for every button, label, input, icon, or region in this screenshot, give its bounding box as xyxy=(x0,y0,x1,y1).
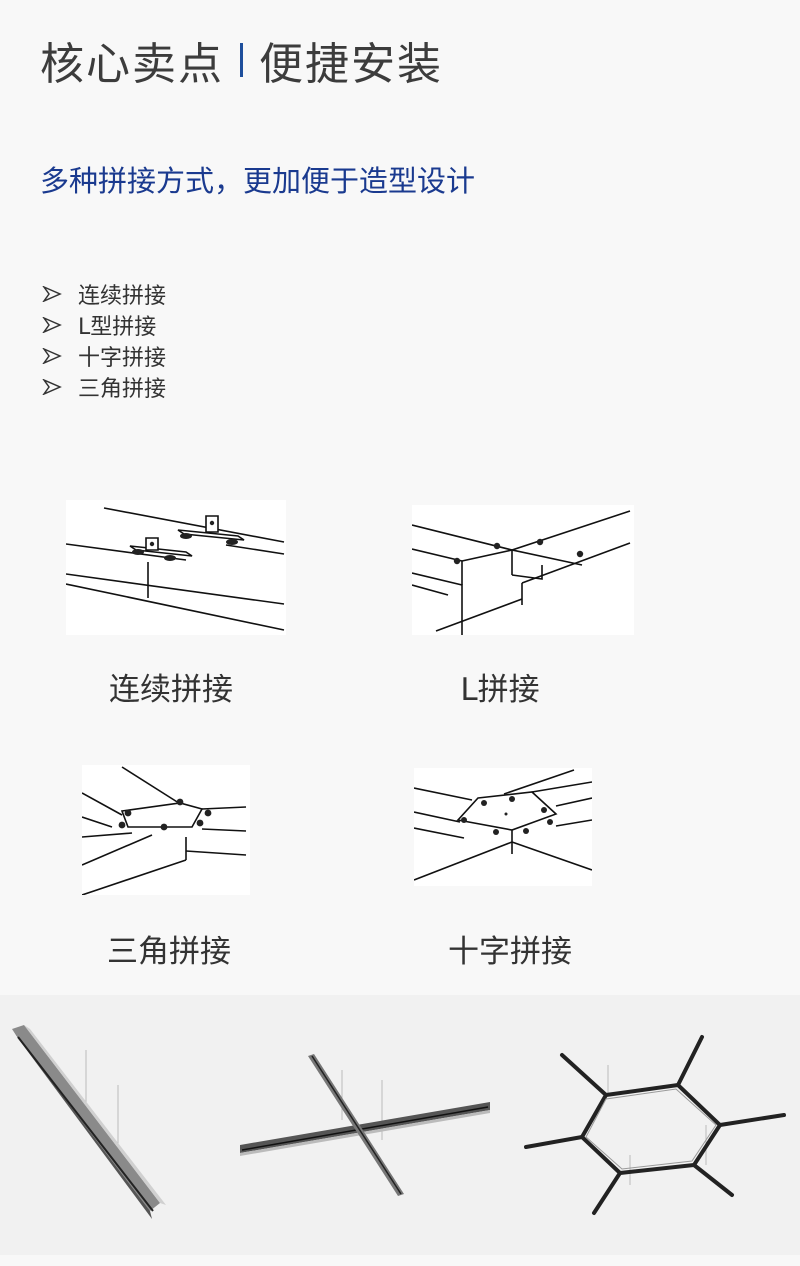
page-title-left: 核心卖点 xyxy=(40,39,224,90)
arrowhead-bullet-icon xyxy=(42,378,62,395)
arrowhead-bullet-icon xyxy=(42,285,62,302)
arrowhead-bullet-icon xyxy=(42,316,62,333)
list-item: 连续拼接 xyxy=(42,278,166,309)
page-title: 核心卖点 便捷安装 xyxy=(40,28,443,92)
list-item: L型拼接 xyxy=(42,309,166,340)
continuous-splice-diagram xyxy=(66,500,286,635)
list-item: 三角拼接 xyxy=(42,371,166,402)
cross-splice-caption: 十字拼接 xyxy=(448,934,572,970)
triangle-splice-diagram xyxy=(82,765,250,895)
list-item: 十字拼接 xyxy=(42,340,166,371)
feature-list: 连续拼接 L型拼接 十字拼接 三角拼接 xyxy=(42,278,166,402)
product-render-panel xyxy=(0,995,800,1255)
l-splice-caption: L拼接 xyxy=(460,672,540,708)
feature-label: L型拼接 xyxy=(78,314,157,340)
continuous-splice-caption: 连续拼接 xyxy=(109,672,233,708)
hexagon-light-render xyxy=(524,1035,786,1215)
feature-subtitle: 多种拼接方式，更加便于造型设计 xyxy=(40,164,476,198)
triangle-splice-caption: 三角拼接 xyxy=(107,934,231,970)
title-divider xyxy=(240,43,243,77)
arrowhead-bullet-icon xyxy=(42,347,62,364)
feature-label: 连续拼接 xyxy=(78,283,167,309)
page-title-right: 便捷安装 xyxy=(259,39,443,90)
linear-light-render xyxy=(12,1025,166,1219)
feature-label: 十字拼接 xyxy=(78,345,167,371)
l-splice-diagram xyxy=(412,505,634,635)
cross-light-render xyxy=(240,1054,490,1196)
feature-label: 三角拼接 xyxy=(78,376,167,402)
cross-splice-diagram xyxy=(414,768,592,886)
